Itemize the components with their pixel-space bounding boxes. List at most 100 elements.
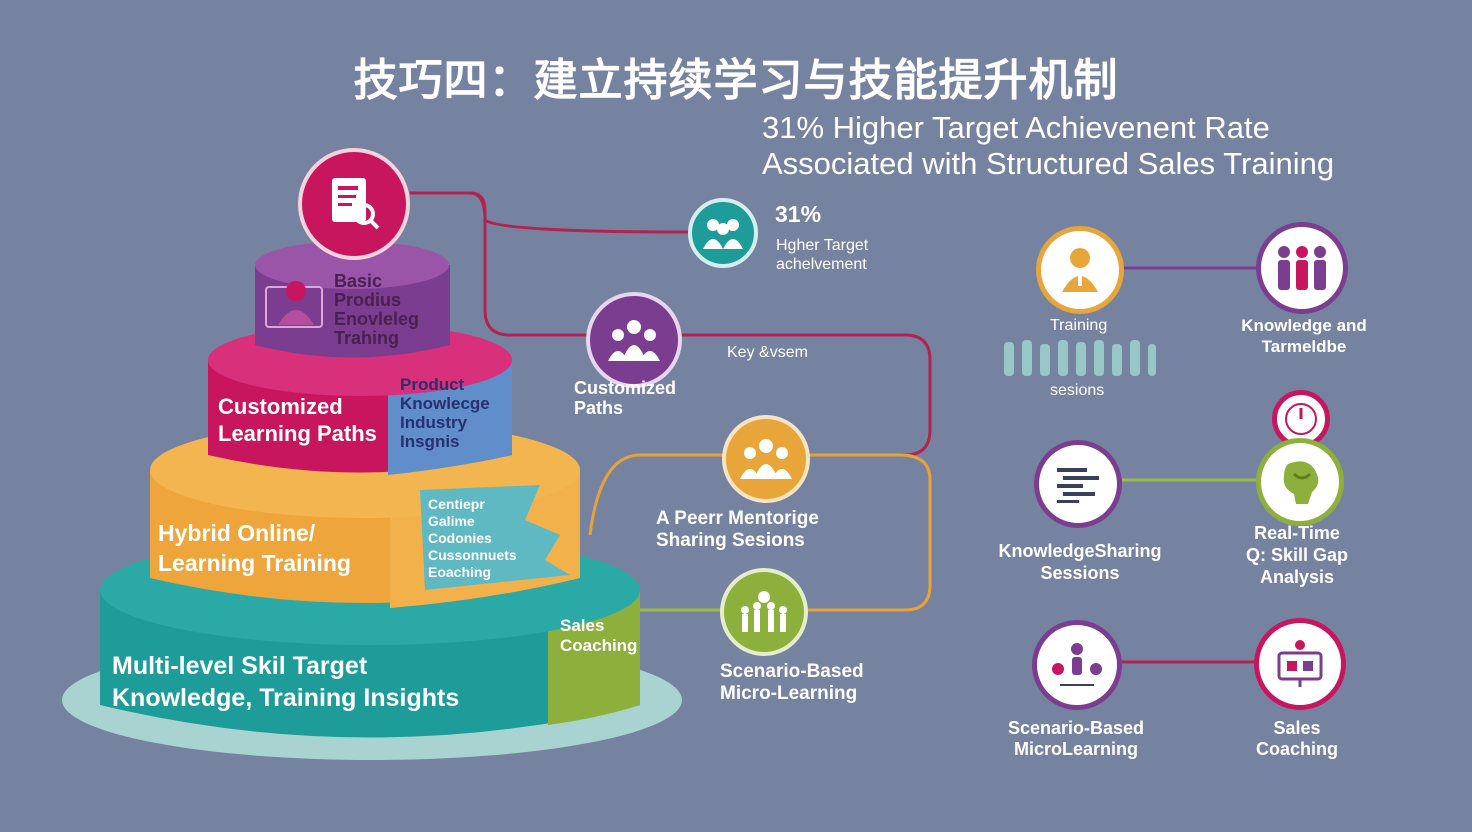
base-side-label: Sales Coaching bbox=[560, 616, 637, 656]
wire-stat bbox=[469, 191, 691, 234]
list-glyph bbox=[1057, 468, 1099, 503]
brain-icon bbox=[1256, 438, 1344, 526]
top-tier-line: Enovleleg bbox=[334, 309, 420, 329]
scenario-micro-line: Scenario-Based bbox=[1007, 718, 1145, 738]
tier2-side-line: Industry bbox=[400, 413, 468, 432]
crowd-icon bbox=[1000, 332, 1160, 378]
knowledge-and-line: Tarmeldbe bbox=[1261, 337, 1347, 356]
tier3-label: Hybrid Online/ Learning Training bbox=[158, 518, 351, 578]
network-glyph bbox=[1052, 643, 1102, 686]
audience-icon bbox=[720, 568, 808, 656]
network-icon bbox=[1032, 620, 1122, 710]
headline-line1: 31% Higher Target Achievenent Rate bbox=[762, 110, 1270, 145]
avatar-icon bbox=[264, 275, 326, 330]
tier3-side-line: Eoaching bbox=[428, 564, 492, 580]
peer-mentoring-line: A Peerr Mentorige bbox=[656, 508, 819, 529]
tier3-side-label: Centiepr Galime Codonies Cussonnuets Eoa… bbox=[428, 496, 517, 581]
tier2-side-label: Product Knowlecge Industry Insgnis bbox=[400, 375, 490, 451]
training-label: Training bbox=[1050, 317, 1108, 334]
tier1-top bbox=[255, 241, 449, 289]
team-glyph bbox=[703, 219, 743, 249]
group-glyph bbox=[608, 320, 660, 361]
document-search-icon bbox=[298, 148, 410, 260]
tier2-side-line: Insgnis bbox=[400, 432, 460, 451]
team-icon bbox=[688, 198, 758, 268]
knowledge-and-line: Knowledge and bbox=[1241, 316, 1367, 335]
tier3-side-line: Centiepr bbox=[428, 496, 485, 512]
customized-paths-line: Paths bbox=[574, 398, 624, 418]
sales-coaching-line: Sales bbox=[1273, 718, 1321, 738]
stat-text-line: achelvement bbox=[776, 256, 867, 273]
mentoring-icon bbox=[722, 415, 810, 503]
audience-glyph bbox=[741, 591, 787, 632]
tier2-side-line: Knowlecge bbox=[400, 394, 490, 413]
clock-icon bbox=[1272, 390, 1330, 448]
people-icon bbox=[1256, 222, 1348, 314]
trainer-glyph bbox=[1062, 248, 1098, 292]
base-side-line: Coaching bbox=[560, 636, 638, 655]
customized-paths-line: Customized bbox=[574, 378, 677, 398]
wire-orange bbox=[588, 453, 725, 536]
peer-mentoring-line: Sharing Sesions bbox=[656, 530, 805, 551]
brain-glyph bbox=[1283, 461, 1319, 504]
knowledge-sharing-line: Sessions bbox=[1040, 563, 1120, 583]
person-badge-glyph bbox=[265, 281, 323, 328]
base-tier-line: Multi-level Skil Target bbox=[112, 652, 368, 680]
realtime-line: Analysis bbox=[1259, 567, 1335, 587]
wire-orange-right bbox=[808, 453, 932, 612]
knowledge-sharing-line: KnowledgeSharing bbox=[998, 541, 1162, 561]
tier2-label: Customized Learning Paths bbox=[218, 393, 377, 447]
tier-pyramid bbox=[62, 241, 682, 760]
sales-coaching-line: Coaching bbox=[1255, 739, 1338, 759]
scenario-label: Scenario-Based Micro-Learning bbox=[720, 661, 864, 705]
presentation-icon bbox=[1254, 618, 1346, 710]
page-title: 技巧四：建立持续学习与技能提升机制 bbox=[353, 55, 1119, 106]
realtime-line: Q: Skill Gap bbox=[1245, 545, 1349, 565]
key-system-label: Key &vsem bbox=[727, 344, 808, 361]
tier2-line: Learning Paths bbox=[218, 421, 377, 446]
knowledge-and-label: Knowledge and Tarmeldbe bbox=[1234, 315, 1374, 357]
crowd-glyph bbox=[1004, 340, 1156, 376]
scenario-line: Scenario-Based bbox=[720, 661, 864, 682]
scenario-micro-label: Scenario-Based MicroLearning bbox=[996, 718, 1156, 760]
people-glyph bbox=[1278, 246, 1326, 290]
sales-coaching-label: Sales Coaching bbox=[1232, 718, 1362, 760]
top-tier-line: Basic bbox=[334, 271, 383, 291]
tier3-line: Hybrid Online/ bbox=[158, 520, 316, 546]
headline-line2: Associated with Structured Sales Trainin… bbox=[762, 146, 1335, 181]
knowledge-sharing-label: KnowledgeSharing Sessions bbox=[994, 540, 1166, 584]
customized-paths-label: Customized Paths bbox=[574, 378, 676, 418]
training-sessions-label: sesions bbox=[1050, 382, 1105, 399]
stat-text-line: Hgher Target bbox=[776, 237, 869, 254]
list-icon bbox=[1034, 440, 1122, 528]
tier3-side-line: Galime bbox=[428, 513, 475, 529]
top-tier-label: Basic Prodius Enovleleg Trahing bbox=[334, 272, 419, 348]
tier3-ribbon bbox=[420, 485, 570, 590]
headline: 31% Higher Target Achievenent Rate Assoc… bbox=[762, 110, 1334, 182]
base-tier-line: Knowledge, Training Insights bbox=[112, 684, 460, 712]
trainer-icon bbox=[1036, 226, 1124, 314]
stat-text: Hgher Target achelvement bbox=[776, 236, 868, 274]
presentation-glyph bbox=[1277, 640, 1323, 687]
top-tier-line: Trahing bbox=[334, 328, 400, 348]
document-glyph bbox=[332, 178, 380, 230]
mentoring-glyph bbox=[740, 439, 792, 479]
group-meeting-icon bbox=[586, 292, 682, 388]
tier3-line: Learning Training bbox=[158, 550, 351, 576]
base-tier-label: Multi-level Skil Target Knowledge, Train… bbox=[112, 650, 459, 714]
wire-right-loop bbox=[680, 333, 932, 457]
scenario-line: Micro-Learning bbox=[720, 683, 858, 704]
stat-value: 31% bbox=[775, 201, 822, 227]
tier3-side-line: Cussonnuets bbox=[428, 547, 517, 563]
peer-mentoring-label: A Peerr Mentorige Sharing Sesions bbox=[656, 508, 819, 552]
tier2-line: Customized bbox=[218, 394, 343, 419]
tier2-side-line: Product bbox=[400, 375, 465, 394]
base-side-line: Sales bbox=[560, 616, 605, 635]
realtime-line: Real-Time bbox=[1254, 523, 1340, 543]
realtime-label: Real-Time Q: Skill Gap Analysis bbox=[1212, 522, 1382, 588]
clock-glyph bbox=[1285, 403, 1317, 435]
scenario-micro-line: MicroLearning bbox=[1013, 739, 1138, 759]
tier3-side-line: Codonies bbox=[428, 530, 492, 546]
top-tier-line: Prodius bbox=[334, 290, 402, 310]
